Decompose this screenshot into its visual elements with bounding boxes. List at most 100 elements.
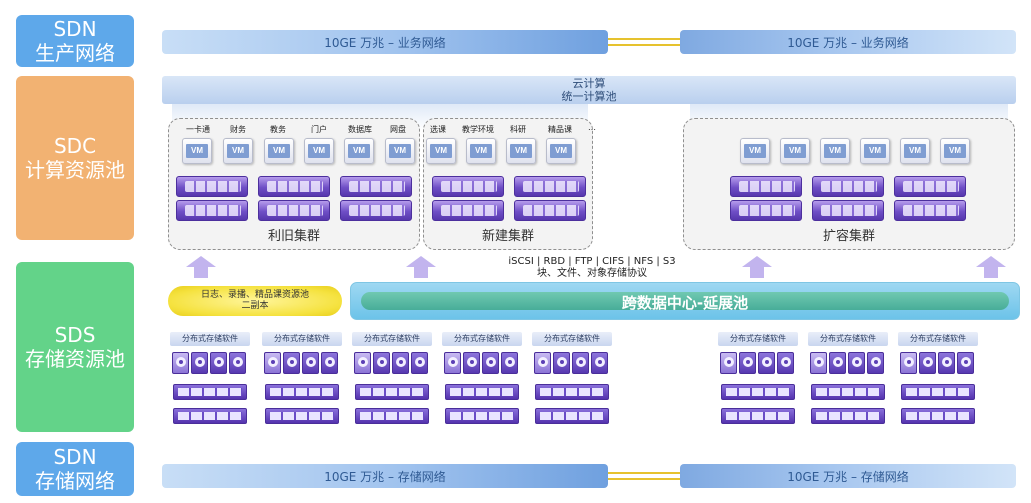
vm-label: VM: [227, 144, 249, 158]
server-icon: [514, 200, 586, 221]
vm-label: VM: [904, 144, 926, 158]
app-label: 门户: [311, 125, 327, 134]
disk-icon: [938, 352, 955, 374]
server-icon: [258, 200, 330, 221]
vm-label: VM: [348, 144, 370, 158]
backup-pool-title: 日志、录播、精品课资源池: [200, 290, 309, 300]
app-label: 网盘: [390, 125, 406, 134]
storage-software-label: 分布式存储软件: [442, 332, 522, 346]
sdn-production-label: SDN 生产网络: [16, 15, 134, 67]
vm-label: VM: [308, 144, 330, 158]
server-icon: [730, 176, 802, 197]
storage-network-right: 10GE 万兆 – 存储网络: [680, 464, 1016, 488]
storage-software-label: 分布式存储软件: [352, 332, 432, 346]
server-icon: [894, 176, 966, 197]
disk-icon: [172, 352, 189, 374]
app-label: 教学环境: [462, 125, 494, 134]
storage-network-left: 10GE 万兆 – 存储网络: [162, 464, 608, 488]
storage-node: 分布式存储软件: [532, 332, 612, 428]
app-label: 财务: [230, 125, 246, 134]
app-label: 选课: [430, 125, 446, 134]
storage-node: 分布式存储软件: [170, 332, 250, 428]
disk-icon: [501, 352, 518, 374]
disk-icon: [373, 352, 390, 374]
disk-icon: [829, 352, 846, 374]
vm-label: VM: [470, 144, 492, 158]
app-label: 数据库: [348, 125, 372, 134]
storage-software-label: 分布式存储软件: [898, 332, 978, 346]
server-icon: [894, 200, 966, 221]
disk-icon: [210, 352, 227, 374]
vm-icon: VM: [740, 138, 770, 164]
server-icon: [812, 200, 884, 221]
disk-icon: [553, 352, 570, 374]
disk-icon: [392, 352, 409, 374]
sds-storage-label: SDS 存储资源池: [16, 262, 134, 432]
cluster-old-name: 利旧集群: [267, 229, 320, 244]
disk-icon: [572, 352, 589, 374]
vm-icon: VM: [304, 138, 334, 164]
storage-software-label: 分布式存储软件: [718, 332, 798, 346]
side-label-subtitle: 生产网络: [35, 41, 115, 65]
storage-node: 分布式存储软件: [442, 332, 522, 428]
server-icon: [176, 176, 248, 197]
app-label: 教务: [270, 125, 286, 134]
disk-icon: [758, 352, 775, 374]
app-label: 科研: [510, 125, 526, 134]
disk-icon: [739, 352, 756, 374]
disk-tray-icon: [355, 384, 429, 400]
app-label: 精品课: [548, 125, 572, 134]
disk-icon: [444, 352, 461, 374]
sdn-storage-label: SDN 存储网络: [16, 442, 134, 496]
cloud-compute-pool: 云计算 统一计算池: [162, 76, 1016, 104]
disk-tray-icon: [535, 384, 609, 400]
stretch-pool: 跨数据中心-延展池: [350, 282, 1020, 320]
disk-tray-icon: [721, 408, 795, 424]
sdc-compute-label: SDC 计算资源池: [16, 76, 134, 240]
arrow-up-icon: [406, 256, 436, 278]
side-label-title: SDN: [53, 445, 97, 469]
vm-label: VM: [824, 144, 846, 158]
disk-icon: [810, 352, 827, 374]
storage-software-label: 分布式存储软件: [532, 332, 612, 346]
stretch-pool-inner: [361, 292, 1009, 310]
disk-tray-icon: [265, 384, 339, 400]
vm-icon: VM: [860, 138, 890, 164]
storage-software-label: 分布式存储软件: [170, 332, 250, 346]
storage-node: 分布式存储软件: [352, 332, 432, 428]
vm-label: VM: [864, 144, 886, 158]
app-label: 一卡通: [186, 125, 210, 134]
disk-icon: [264, 352, 281, 374]
server-icon: [340, 200, 412, 221]
server-icon: [432, 176, 504, 197]
stretch-pool-title: 跨数据中心-延展池: [621, 294, 749, 312]
disk-tray-icon: [811, 384, 885, 400]
side-label-title: SDC: [53, 134, 97, 158]
business-network-right: 10GE 万兆 – 业务网络: [680, 30, 1016, 54]
vm-label: VM: [944, 144, 966, 158]
side-label-title: SDS: [54, 323, 96, 347]
disk-icon: [534, 352, 551, 374]
side-label-subtitle: 存储网络: [35, 469, 115, 493]
disk-icon: [900, 352, 917, 374]
disk-icon: [411, 352, 428, 374]
disk-icon: [720, 352, 737, 374]
business-network-link: [608, 38, 680, 46]
storage-software-label: 分布式存储软件: [262, 332, 342, 346]
vm-label: VM: [784, 144, 806, 158]
disk-icon: [463, 352, 480, 374]
app-label-more: …: [588, 123, 596, 132]
disk-icon: [191, 352, 208, 374]
server-icon: [514, 176, 586, 197]
protocols-list: iSCSI | RBD | FTP | CIFS | NFS | S3: [508, 256, 676, 267]
disk-icon: [777, 352, 794, 374]
vm-icon: VM: [344, 138, 374, 164]
side-label-subtitle: 计算资源池: [25, 158, 125, 182]
storage-node: 分布式存储软件: [898, 332, 978, 428]
storage-network-link: [608, 472, 680, 480]
side-label-subtitle: 存储资源池: [25, 347, 125, 371]
storage-node: 分布式存储软件: [262, 332, 342, 428]
disk-tray-icon: [173, 408, 247, 424]
disk-icon: [229, 352, 246, 374]
arrow-up-icon: [742, 256, 772, 278]
